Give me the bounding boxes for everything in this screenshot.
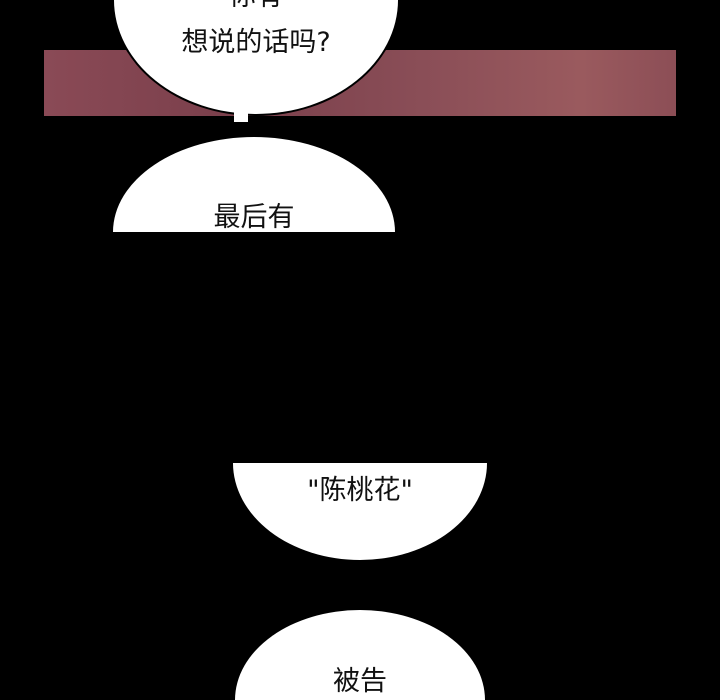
speech-bubble-4: 被告	[235, 610, 485, 700]
speech-bubble-2: 最后有	[113, 137, 395, 233]
bubble-3-text: "陈桃花"	[307, 475, 413, 506]
bubble-1-tail	[234, 110, 248, 122]
bubble-1-partial-text: 你有	[114, 0, 398, 12]
bubble-2-text: 最后有	[213, 202, 295, 233]
bubble-1-text: 想说的话吗?	[181, 27, 331, 58]
speech-bubble-3: "陈桃花"	[233, 463, 487, 560]
bubble-4-text: 被告	[333, 666, 387, 697]
